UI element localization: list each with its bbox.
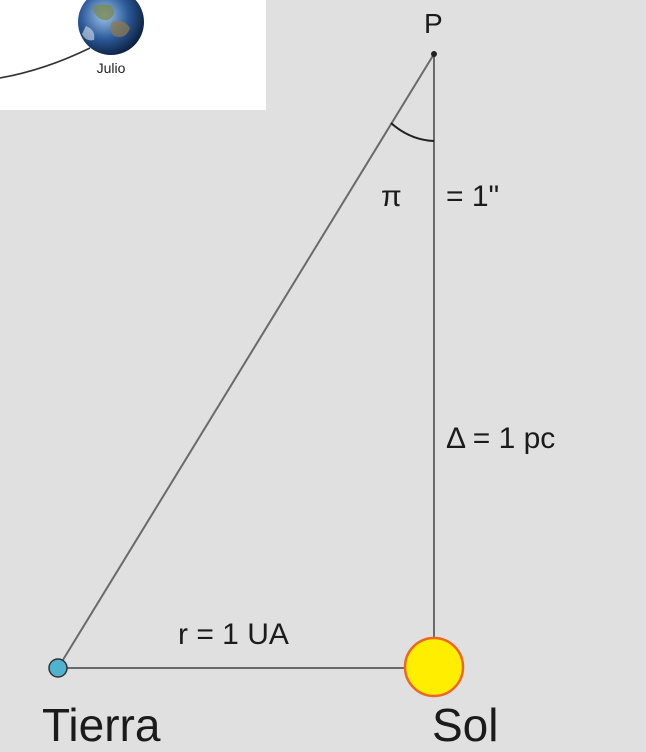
earth-dot bbox=[48, 658, 68, 678]
orbit-inset: Julio bbox=[0, 0, 266, 110]
baseline-label: r = 1 UA bbox=[178, 618, 289, 651]
star-point-p bbox=[431, 51, 437, 57]
star-point-label: P bbox=[424, 8, 443, 39]
earth-to-star-line bbox=[57, 53, 435, 669]
parallax-symbol-label: π bbox=[381, 180, 402, 213]
parallax-value-label: = 1" bbox=[446, 180, 500, 213]
orbit-path bbox=[0, 47, 91, 79]
month-label: Julio bbox=[96, 60, 126, 76]
orbit-inset-drawing bbox=[0, 0, 144, 79]
sun-circle bbox=[403, 636, 465, 698]
parallax-angle-arc bbox=[390, 122, 435, 142]
earth-label: Tierra bbox=[42, 699, 161, 751]
distance-label: Δ = 1 pc bbox=[446, 422, 556, 455]
earth-globe-icon bbox=[78, 0, 144, 55]
sun-label: Sol bbox=[432, 699, 499, 751]
